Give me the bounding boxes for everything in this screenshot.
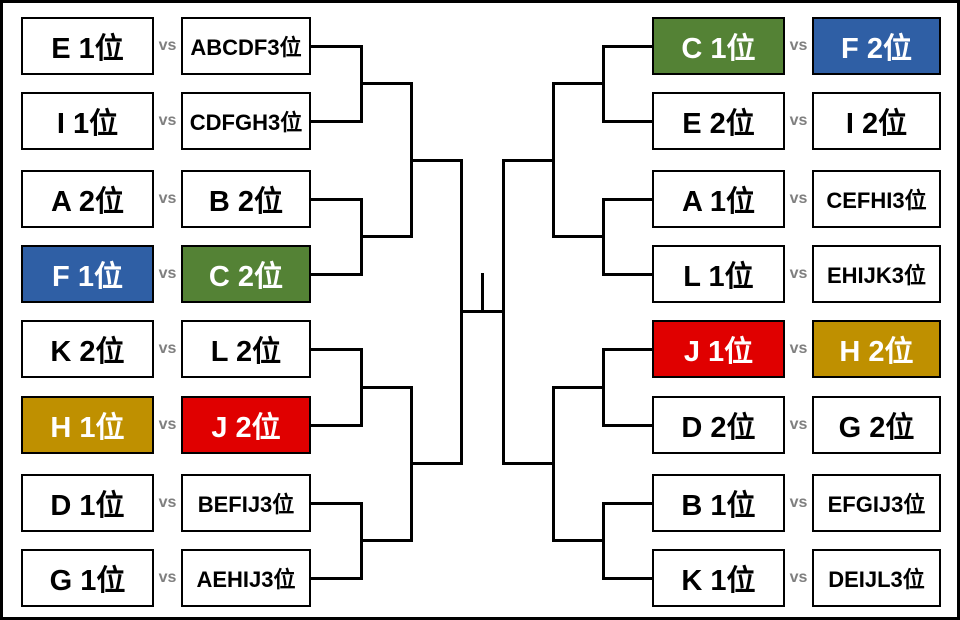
bracket-line — [311, 44, 361, 48]
team-box: I 1位 — [21, 92, 154, 150]
team-box: H 2位 — [812, 320, 941, 378]
bracket-line — [603, 272, 652, 276]
bracket-row: F 1位 vs C 2位 L 1位 vs EHIJK3位 — [3, 245, 957, 303]
team-box: E 1位 — [21, 17, 154, 75]
bracket-row: A 2位 vs B 2位 A 1位 vs CEFHI3位 — [3, 170, 957, 228]
team-box: H 1位 — [21, 396, 154, 454]
bracket-line — [503, 158, 553, 162]
team-box: G 2位 — [812, 396, 941, 454]
vs-label: vs — [158, 190, 177, 207]
bracket-line — [553, 235, 603, 238]
bracket-line — [551, 82, 555, 238]
team-box: ABCDF3位 — [181, 17, 311, 75]
bracket-line — [601, 197, 605, 276]
team-box: D 1位 — [21, 474, 154, 532]
bracket-line — [551, 385, 555, 542]
vs-label: vs — [789, 265, 808, 282]
bracket-line — [311, 423, 361, 427]
vs-label: vs — [789, 340, 808, 357]
bracket-row: G 1位 vs AEHIJ3位 K 1位 vs DEIJL3位 — [3, 549, 957, 607]
vs-label: vs — [789, 569, 808, 586]
bracket-line — [311, 197, 361, 201]
bracket-line — [601, 347, 605, 427]
bracket-line — [480, 272, 484, 314]
bracket-row: E 1位 vs ABCDF3位 C 1位 vs F 2位 — [3, 17, 957, 75]
bracket-line — [411, 158, 461, 162]
bracket-line — [411, 462, 461, 466]
team-box: A 1位 — [652, 170, 785, 228]
team-box: CEFHI3位 — [812, 170, 941, 228]
team-box: G 1位 — [21, 549, 154, 607]
vs-label: vs — [158, 265, 177, 282]
team-box: B 2位 — [181, 170, 311, 228]
vs-label: vs — [789, 494, 808, 511]
bracket-line — [553, 539, 603, 542]
team-box: A 2位 — [21, 170, 154, 228]
bracket-line — [603, 576, 652, 580]
team-box: K 1位 — [652, 549, 785, 607]
bracket-row: K 2位 vs L 2位 J 1位 vs H 2位 — [3, 320, 957, 378]
team-box: J 2位 — [181, 396, 311, 454]
team-box: AEHIJ3位 — [181, 549, 311, 607]
team-box: I 2位 — [812, 92, 941, 150]
bracket-line — [603, 347, 652, 351]
vs-label: vs — [158, 37, 177, 54]
team-box: CDFGH3位 — [181, 92, 311, 150]
bracket-line — [311, 576, 361, 580]
team-box: B 1位 — [652, 474, 785, 532]
team-box: DEIJL3位 — [812, 549, 941, 607]
bracket-line — [361, 539, 411, 542]
bracket-line — [601, 44, 605, 123]
bracket-line — [311, 119, 361, 123]
bracket-row: H 1位 vs J 2位 D 2位 vs G 2位 — [3, 396, 957, 454]
bracket-row: I 1位 vs CDFGH3位 E 2位 vs I 2位 — [3, 92, 957, 150]
bracket-row: D 1位 vs BEFIJ3位 B 1位 vs EFGIJ3位 — [3, 474, 957, 532]
bracket-line — [311, 347, 361, 351]
team-box: C 1位 — [652, 17, 785, 75]
bracket-line — [603, 423, 652, 427]
bracket-line — [503, 462, 553, 466]
team-box: K 2位 — [21, 320, 154, 378]
vs-label: vs — [158, 112, 177, 129]
bracket-line — [361, 235, 411, 238]
vs-label: vs — [789, 416, 808, 433]
bracket-line — [603, 44, 652, 48]
vs-label: vs — [789, 112, 808, 129]
team-box: D 2位 — [652, 396, 785, 454]
bracket-line — [311, 272, 361, 276]
bracket-line — [603, 197, 652, 201]
bracket-line — [553, 385, 603, 389]
team-box: E 2位 — [652, 92, 785, 150]
vs-label: vs — [789, 37, 808, 54]
bracket-line — [603, 501, 652, 505]
vs-label: vs — [158, 340, 177, 357]
bracket-line — [311, 501, 361, 505]
team-box: BEFIJ3位 — [181, 474, 311, 532]
bracket-line — [361, 82, 411, 85]
vs-label: vs — [789, 190, 808, 207]
team-box: C 2位 — [181, 245, 311, 303]
bracket-line — [601, 501, 605, 580]
team-box: L 1位 — [652, 245, 785, 303]
team-box: F 2位 — [812, 17, 941, 75]
team-box: EHIJK3位 — [812, 245, 941, 303]
bracket-line — [603, 119, 652, 123]
team-box: J 1位 — [652, 320, 785, 378]
bracket-line — [553, 82, 603, 85]
team-box: L 2位 — [181, 320, 311, 378]
bracket-line — [501, 158, 505, 466]
team-box: EFGIJ3位 — [812, 474, 941, 532]
bracket-line — [361, 385, 411, 389]
vs-label: vs — [158, 416, 177, 433]
team-box: F 1位 — [21, 245, 154, 303]
vs-label: vs — [158, 569, 177, 586]
vs-label: vs — [158, 494, 177, 511]
